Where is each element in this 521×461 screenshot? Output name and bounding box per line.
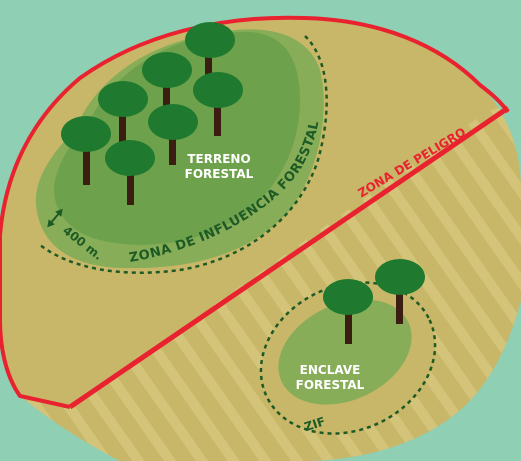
tree-icon <box>148 104 198 165</box>
tree-icon <box>98 81 148 145</box>
influence-zone-boundary <box>39 35 328 274</box>
tree-icon <box>193 72 243 136</box>
forest-land-label-line2: FORESTAL <box>185 167 254 181</box>
tree-icon <box>185 22 235 88</box>
forest-enclave-label-line2: FORESTAL <box>296 378 365 392</box>
danger-zone-outline <box>0 15 510 409</box>
zif-label: ZIF <box>302 414 327 434</box>
tree-icon <box>375 259 425 324</box>
tree-icon <box>105 140 155 205</box>
double-arrow-icon <box>47 208 63 228</box>
tree-icon <box>61 116 111 185</box>
forest-land-label-line1: TERRENO <box>187 152 250 166</box>
tree-icon <box>323 279 373 344</box>
danger-line <box>68 105 510 410</box>
tree-icon <box>142 52 192 118</box>
forest-enclave-label-line1: ENCLAVE <box>300 363 361 377</box>
forest-trees <box>61 22 425 344</box>
forest-enclave-area <box>278 299 412 405</box>
